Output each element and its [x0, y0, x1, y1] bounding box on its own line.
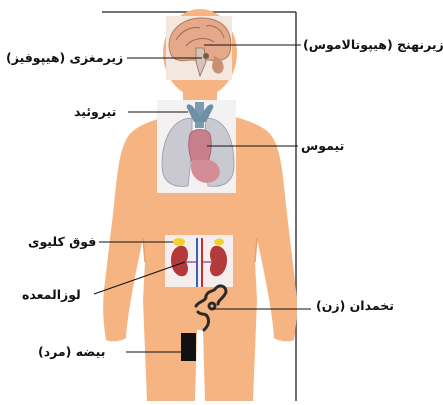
- label-thyroid: تیروئید: [74, 105, 116, 119]
- label-adrenal: فوق کلیوی: [28, 235, 96, 249]
- label-thymus: تیموس: [301, 139, 344, 153]
- kidneys-icon: [165, 235, 233, 287]
- adrenal-gland-right: [214, 239, 224, 246]
- label-ovary: تخمدان (زن): [316, 299, 394, 313]
- label-pancreas: لوزالمعده: [22, 288, 81, 302]
- label-hypothalamus: زیرنهنج (هیپوتالاموس): [303, 38, 443, 52]
- adrenal-gland: [173, 238, 185, 246]
- label-pituitary: زیرمغزی (هیپوفیز): [6, 51, 123, 65]
- brain-icon: [166, 16, 232, 80]
- label-testis: بیضه (مرد): [38, 345, 105, 359]
- testis-icon: [181, 333, 196, 361]
